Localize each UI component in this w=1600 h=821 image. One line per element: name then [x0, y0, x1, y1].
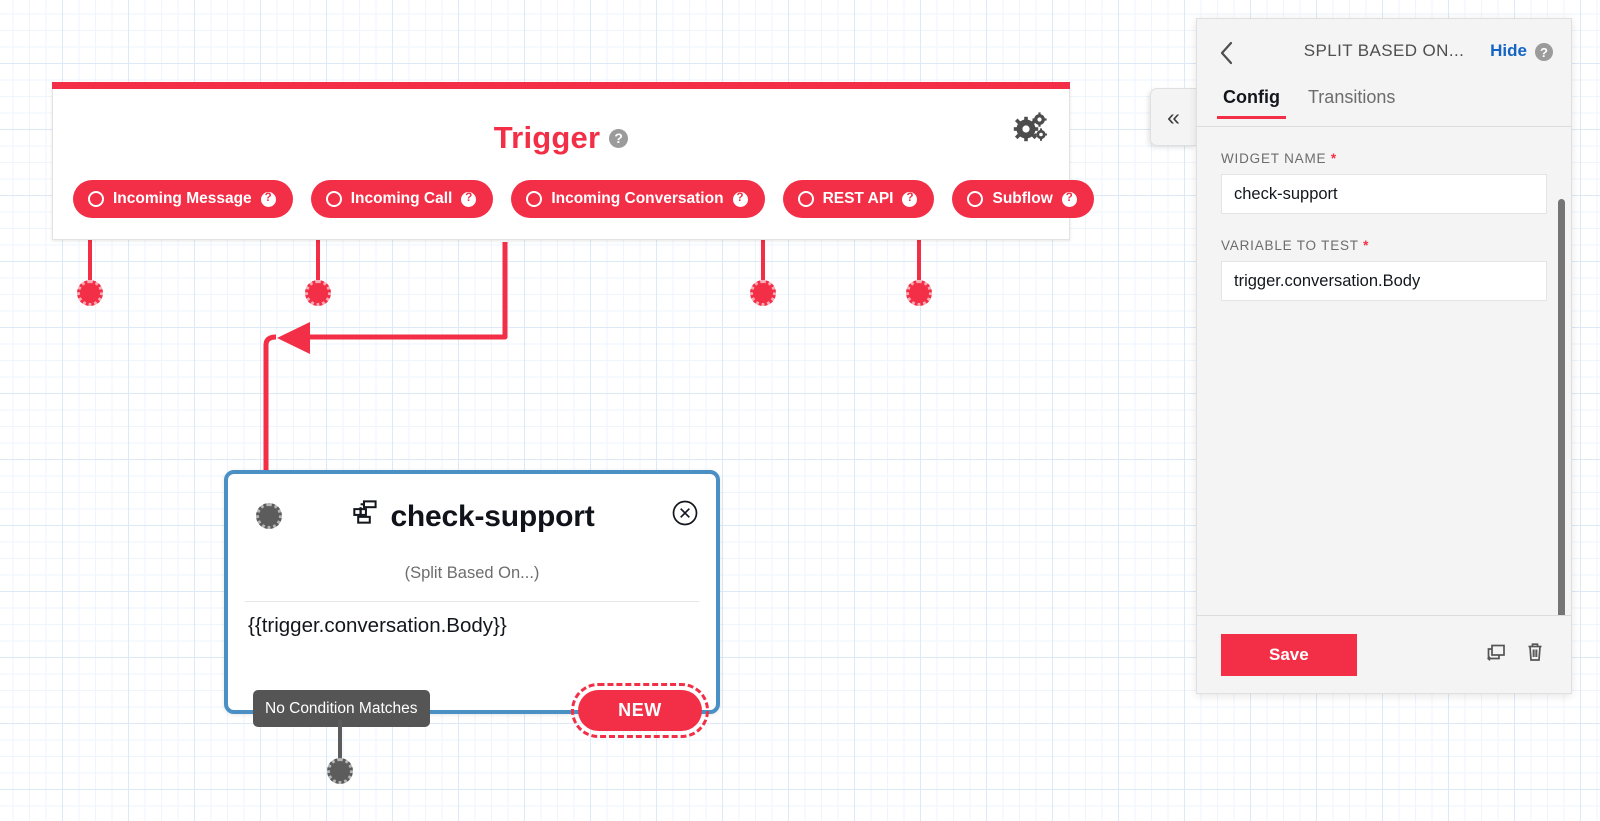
circle-outline-icon: [88, 191, 104, 207]
gears-icon[interactable]: [1013, 112, 1047, 144]
trigger-chip-incoming-conversation[interactable]: Incoming Conversation ?: [511, 180, 765, 218]
widget-name-label-text: WIDGET NAME: [1221, 151, 1327, 166]
trigger-chip-incoming-call[interactable]: Incoming Call ?: [310, 180, 494, 218]
help-icon[interactable]: ?: [902, 191, 918, 207]
variable-to-test-label-text: VARIABLE TO TEST: [1221, 238, 1359, 253]
panel-header: SPLIT BASED ON... Hide ?: [1197, 19, 1571, 87]
tab-transitions[interactable]: Transitions: [1307, 87, 1396, 107]
trigger-output-dot-incoming-message[interactable]: [77, 280, 103, 306]
panel-scrollbar-thumb[interactable]: [1558, 199, 1565, 615]
circle-outline-icon: [325, 191, 342, 207]
panel-hide-link[interactable]: Hide: [1490, 41, 1527, 60]
trigger-output-stub: [88, 218, 92, 280]
help-icon[interactable]: ?: [1535, 43, 1553, 62]
panel-footer-icons: [1483, 640, 1547, 669]
trigger-chip-rest-api[interactable]: REST API ?: [782, 180, 935, 218]
node-divider: [245, 601, 699, 602]
node-title-text: check-support: [390, 499, 595, 533]
trigger-output-dot-rest-api[interactable]: [750, 280, 776, 306]
widget-name-label: WIDGET NAME *: [1221, 151, 1547, 166]
save-button[interactable]: Save: [1221, 633, 1357, 676]
variable-to-test-input[interactable]: trigger.conversation.Body: [1221, 261, 1547, 301]
node-expression: {{trigger.conversation.Body}}: [248, 614, 507, 637]
split-based-on-icon: [349, 498, 378, 535]
no-condition-output-dot[interactable]: [327, 758, 353, 784]
panel-tabs: Config Transitions: [1197, 87, 1571, 127]
no-condition-output-stub: [338, 720, 342, 762]
trigger-chip-label: Incoming Conversation: [551, 190, 724, 207]
trigger-chip-label: Incoming Call: [350, 190, 453, 207]
trigger-title-text: Trigger: [493, 120, 601, 155]
close-circle-icon[interactable]: [672, 500, 698, 526]
help-icon[interactable]: ?: [461, 191, 477, 207]
required-marker: *: [1330, 151, 1337, 166]
trigger-chip-subflow[interactable]: Subflow ?: [952, 180, 1094, 218]
required-marker: *: [1363, 238, 1370, 253]
circle-outline-icon: [967, 191, 984, 207]
help-icon[interactable]: ?: [732, 191, 748, 207]
node-title: check-support: [228, 498, 716, 535]
chevron-left-icon[interactable]: [1215, 39, 1239, 67]
widget-config-panel: SPLIT BASED ON... Hide ? Config Transiti…: [1196, 18, 1572, 694]
trigger-chip-label: REST API: [822, 190, 894, 207]
trigger-output-dot-subflow[interactable]: [906, 280, 932, 306]
panel-body: WIDGET NAME * check-support VARIABLE TO …: [1197, 127, 1571, 615]
node-subtitle: (Split Based On...): [404, 564, 540, 582]
trash-icon[interactable]: [1523, 640, 1547, 669]
trigger-output-stub: [917, 218, 921, 280]
panel-collapse-button[interactable]: «: [1150, 88, 1196, 146]
trigger-chip-list: Incoming Message ? Incoming Call ? Incom…: [73, 180, 1094, 218]
circle-outline-icon: [526, 191, 543, 207]
trigger-title: Trigger ?: [53, 120, 1069, 156]
trigger-accent-bar: [52, 82, 1070, 89]
trigger-output-stub: [316, 218, 320, 280]
help-icon[interactable]: ?: [609, 128, 629, 148]
duplicate-icon[interactable]: [1483, 640, 1507, 669]
circle-outline-icon: [797, 191, 814, 207]
panel-title: SPLIT BASED ON...: [1303, 41, 1465, 60]
trigger-widget[interactable]: Trigger ?: [52, 82, 1094, 240]
node-new-transition-button[interactable]: NEW: [571, 683, 709, 738]
trigger-chip-label: Incoming Message: [113, 190, 252, 207]
widget-name-input[interactable]: check-support: [1221, 174, 1547, 214]
help-icon[interactable]: ?: [1061, 191, 1077, 207]
trigger-chip-label: Subflow: [992, 190, 1053, 207]
trigger-output-stub: [761, 218, 765, 280]
node-input-dot[interactable]: [256, 503, 282, 529]
variable-to-test-label: VARIABLE TO TEST *: [1221, 238, 1547, 253]
panel-footer: Save: [1197, 615, 1571, 693]
trigger-chip-incoming-message[interactable]: Incoming Message ?: [73, 180, 293, 218]
tab-config[interactable]: Config: [1217, 87, 1286, 119]
trigger-output-dot-incoming-call[interactable]: [305, 280, 331, 306]
help-icon[interactable]: ?: [260, 191, 276, 207]
widget-node-check-support[interactable]: check-support (Split Based On...) {{trig…: [224, 470, 720, 738]
